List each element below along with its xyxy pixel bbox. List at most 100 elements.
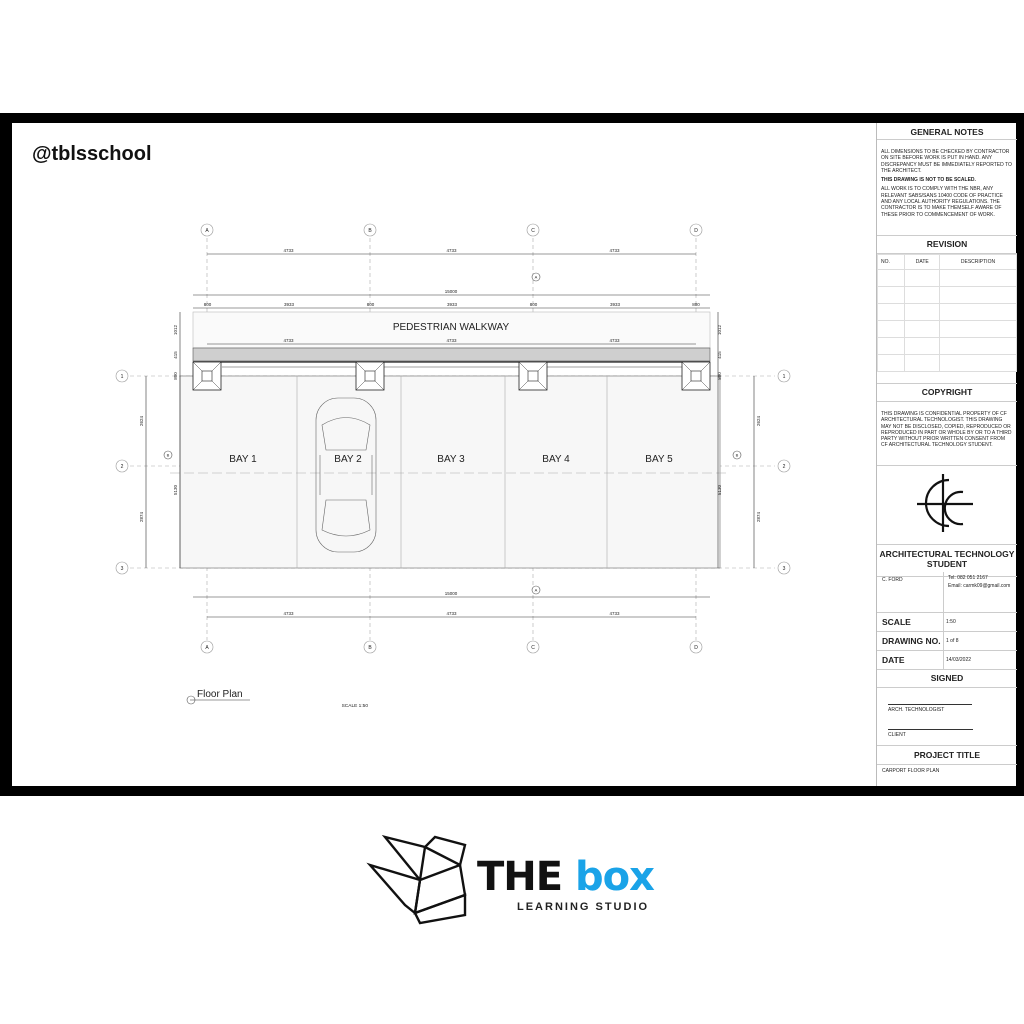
signature-line-arch: ARCH. TECHNOLOGIST [888,704,972,713]
column-post [690,370,702,382]
note: ALL DIMENSIONS TO BE CHECKED BY CONTRACT… [881,149,1012,174]
grid-bubble [115,459,129,473]
section-label: B [167,453,170,458]
section-marker-icon [732,450,742,460]
brand-box: box [575,854,655,900]
dimension-label: 2624 [139,415,144,426]
title-marker-icon [186,695,196,705]
grid-label: B [368,228,372,234]
section-marker-icon [163,450,173,460]
dimension-label: 4733 [609,338,620,343]
box-icon [366,834,467,925]
grid-bubble [777,561,791,575]
dimension-label: 4733 [283,248,294,253]
gutter [192,347,711,362]
contact-block: C. FORD Tel: 082 051 2167 Email: carmk09… [877,572,1017,614]
date-value: 14/03/2022 [943,651,971,670]
dimension-label: 5130 [173,484,178,495]
designer-name: C. FORD [882,577,903,583]
dimension-label: 415 [717,351,722,359]
cf-logo [877,465,1017,544]
column-post [364,370,376,382]
signed-heading: SIGNED [877,669,1017,688]
grid-bubble [526,223,540,237]
cf-logo-icon [917,474,973,532]
column-post [527,370,539,382]
email: Email: carmk09@gmail.com [948,583,1011,589]
column-header: NO. [876,254,906,270]
brand-subtitle: LEARNING STUDIO [517,901,650,913]
grid-label: A [205,228,209,234]
dimension-label: 2624 [756,415,761,426]
role-heading: ARCHITECTURAL TECHNOLOGY STUDENT [877,544,1017,577]
dimension-label: 800 [717,372,722,380]
dimension-label: 3933 [610,302,621,307]
dimension-label: 4733 [283,338,294,343]
grid-bubble [115,561,129,575]
column-header: DESCRIPTION [939,254,1017,270]
dimension-label: 1012 [173,324,178,335]
the-box-logo: THE box LEARNING STUDIO [365,834,665,930]
date-label: DATE [882,655,905,665]
signature-line-client: CLIENT [888,729,973,738]
grid-bubble [363,223,377,237]
grid-bubble [689,223,703,237]
section-label: B [736,453,739,458]
project-title-value: CARPORT FLOOR PLAN [882,768,940,774]
dimension-label: 800 [692,302,700,307]
date-row: DATE 14/03/2022 [877,650,1017,670]
section-marker-icon [531,585,541,595]
grid-label: B [368,645,372,651]
dimension-label: 800 [173,372,178,380]
grid-bubble [777,459,791,473]
signature-area: ARCH. TECHNOLOGIST CLIENT [877,686,1017,744]
scale-label: SCALE [882,617,911,627]
note: THIS DRAWING IS NOT TO BE SCALED. [881,177,976,184]
grid-label: 1 [121,374,124,380]
note: ALL WORK IS TO COMPLY WITH THE NBR, ANY … [881,186,1003,218]
grid-label: C [531,228,535,234]
bay-label: BAY 5 [645,454,673,465]
car-outline [315,397,377,553]
dimension-label: 3933 [284,302,295,307]
project-title-heading: PROJECT TITLE [877,745,1017,765]
grid-bubble [200,223,214,237]
dimension-label: 4733 [446,338,457,343]
section-label: A [535,275,538,280]
drawing-no-label: DRAWING NO. [882,636,941,646]
grid-bubble [777,369,791,383]
dimension-label: 800 [204,302,212,307]
grid-bubble [115,369,129,383]
dimension-label: 4733 [446,611,457,616]
grid-label: C [531,645,535,651]
grid-bubble [526,640,540,654]
grid-bubble [200,640,214,654]
dimension-label: 5130 [717,484,722,495]
dimension-label: 4733 [609,248,620,253]
dimension-label: 800 [530,302,538,307]
dimension-label: 4733 [283,611,294,616]
grid-label: 1 [783,374,786,380]
dimension-label: 1012 [717,324,722,335]
column-post [201,370,213,382]
phone: Tel: 082 051 2167 [948,575,988,581]
revision-heading: REVISION [877,235,1017,254]
grid-label: 3 [783,566,786,572]
dimension-label: 4733 [609,611,620,616]
dimension-label: 800 [367,302,375,307]
title-block: GENERAL NOTES ALL DIMENSIONS TO BE CHECK… [876,123,1017,786]
grid-label: 2 [783,464,786,470]
walkway-label: PEDESTRIAN WALKWAY [393,322,510,333]
dimension-label: 15000 [445,289,458,294]
grid-label: 2 [121,464,124,470]
dimension-label: 415 [173,351,178,359]
grid-label: D [694,228,698,234]
carport-slab [179,375,721,569]
drawing-no-value: 1 of 8 [943,632,959,651]
general-notes-heading: GENERAL NOTES [877,125,1017,140]
bay-label: BAY 3 [437,454,465,465]
drawing-no-row: DRAWING NO.1 of 8 [877,631,1017,651]
